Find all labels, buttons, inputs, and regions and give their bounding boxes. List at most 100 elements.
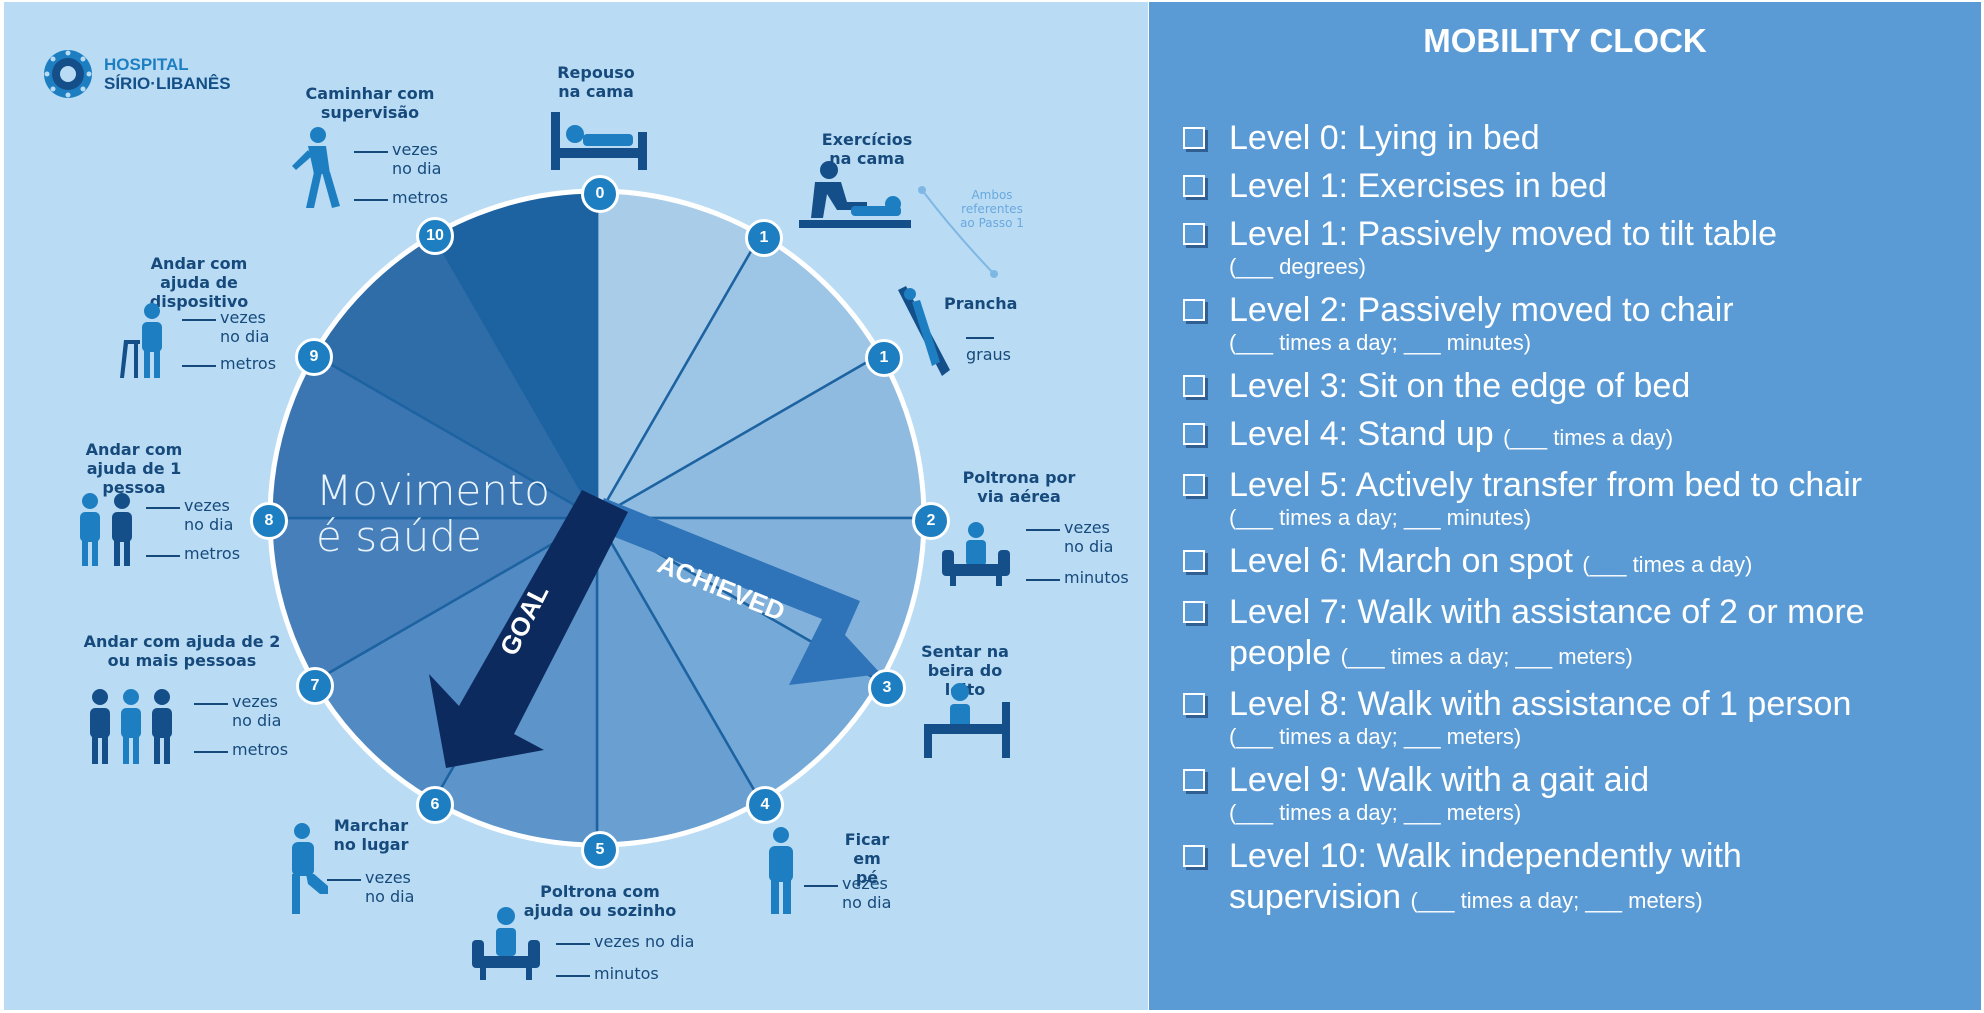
station-8-title: Andar com ajuda de 1 pessoa [85,440,183,497]
level-item[interactable]: Level 0: Lying in bed [1179,118,1979,159]
level-detail: (___ times a day; ___ minutes) [1229,330,1532,355]
checkbox-icon[interactable] [1183,769,1205,791]
level-detail: (___ times a day; ___ minutes) [1229,505,1532,530]
tilt-table-icon [898,286,950,376]
level-detail: (___ times a day) [1582,552,1753,577]
station-10-title: Caminhar com supervisão [305,84,435,122]
node-5: 5 [581,831,619,869]
station-1b-unit: graus [966,345,1012,364]
level-detail: (___ times a day; ___ meters) [1410,888,1703,913]
checkbox-icon[interactable] [1183,550,1205,572]
node-6: 6 [416,786,454,824]
checkbox-icon[interactable] [1183,127,1205,149]
node-2: 2 [912,502,950,540]
station-8-u2: metros [184,544,241,563]
logo-mark-icon [44,50,92,98]
clock-panel: HOSPITAL SÍRIO·LIBANÊS ACHIEVED GOAL Mov… [4,2,1148,1010]
station-9-times: vezes no dia [182,308,270,346]
level-item[interactable]: Level 2: Passively moved to chair(___ ti… [1179,290,1979,357]
station-1b-degrees: graus [966,326,1011,364]
station-4-title: Ficar em pé [844,830,890,887]
station-9-meters: metros [182,354,276,373]
level-text: Level 8: Walk with assistance of 1 perso… [1229,685,1852,723]
checkbox-icon[interactable] [1183,375,1205,397]
node-7: 7 [296,667,334,705]
armchair-icon [942,522,1010,586]
checkbox-icon[interactable] [1183,223,1205,245]
level-detail: (___ times a day; ___ meters) [1340,644,1633,669]
station-5-times: vezes no dia [556,932,694,951]
node-1b: 1 [865,339,903,377]
armchair-assisted-icon [472,907,540,980]
level-text: Level 3: Sit on the edge of bed [1229,367,1691,405]
station-1a-title: Exercícios na cama [821,130,913,168]
marching-person-icon [292,823,328,914]
panel-title: MOBILITY CLOCK [1423,22,1707,59]
level-item[interactable]: Level 1: Exercises in bed [1179,166,1979,207]
level-item[interactable]: Level 9: Walk with a gait aid(___ times … [1179,760,1979,827]
note-connector-dot [990,270,998,278]
node-10: 10 [416,217,454,255]
level-text: Level 2: Passively moved to chair [1229,291,1734,329]
achieved-arrow [592,498,881,685]
station-4-times: vezes no dia [804,874,892,912]
checkbox-icon[interactable] [1183,423,1205,445]
station-2-u2: minutos [1064,568,1129,587]
node-0: 0 [581,175,619,213]
level-detail: (___ times a day; ___ meters) [1229,800,1522,825]
step1-note: Ambos referentes ao Passo 1 [960,188,1024,230]
motto-line2: é saúde [316,512,482,561]
checkbox-icon[interactable] [1183,601,1205,623]
station-6-times: vezes no dia [327,868,415,906]
station-1b-title: Prancha [944,294,1018,313]
station-5-minutes: minutos [556,964,659,983]
level-text: Level 7: Walk with assistance of 2 or mo… [1229,593,1865,672]
level-item[interactable]: Level 8: Walk with assistance of 1 perso… [1179,684,1979,751]
sit-bed-edge-icon [924,683,1010,758]
note-connector [921,189,995,275]
level-text: Level 4: Stand up (___ times a day) [1229,415,1674,453]
station-5-u2: minutos [594,964,659,983]
checkbox-icon[interactable] [1183,474,1205,496]
station-10-times: vezes no dia [354,140,442,178]
checkbox-icon[interactable] [1183,299,1205,321]
level-item[interactable]: Level 4: Stand up (___ times a day) [1179,414,1979,458]
logo-line2: SÍRIO·LIBANÊS [104,74,231,93]
level-item[interactable]: Level 7: Walk with assistance of 2 or mo… [1179,592,1979,677]
goal-arrow [429,490,628,768]
node-4: 4 [746,786,784,824]
bed-icon [551,112,647,170]
logo-line1: HOSPITAL [104,55,189,74]
station-5-title: Poltrona com ajuda ou sozinho [523,882,677,920]
station-2-minutes: minutos [1026,568,1129,587]
level-item[interactable]: Level 6: March on spot (___ times a day) [1179,541,1979,585]
level-detail: (___ times a day) [1503,425,1674,450]
station-9-u1: vezes no dia [220,308,270,346]
station-7-u2: metros [232,740,289,759]
level-detail: (___ times a day; ___ meters) [1229,724,1522,749]
standing-person-icon [769,827,793,914]
station-2-title: Poltrona por via aérea [962,468,1076,506]
level-item[interactable]: Level 3: Sit on the edge of bed [1179,366,1979,407]
note-connector-dot [918,186,926,194]
station-7-meters: metros [194,740,288,759]
station-10-u2: metros [392,188,449,207]
hospital-logo: HOSPITAL SÍRIO·LIBANÊS [42,48,231,100]
level-item[interactable]: Level 5: Actively transfer from bed to c… [1179,465,1979,532]
two-people-icon [80,493,132,566]
node-8: 8 [250,502,288,540]
walking-person-icon [292,127,340,208]
node-1a: 1 [745,219,783,257]
bed-exercise-icon [799,161,911,228]
checkbox-icon[interactable] [1183,693,1205,715]
checkbox-icon[interactable] [1183,175,1205,197]
station-2-times: vezes no dia [1026,518,1114,556]
station-7-title: Andar com ajuda de 2 ou mais pessoas [83,632,281,670]
level-text: Level 6: March on spot (___ times a day) [1229,542,1753,580]
level-item[interactable]: Level 1: Passively moved to tilt table(_… [1179,214,1979,281]
checkbox-icon[interactable] [1183,845,1205,867]
walker-icon [120,303,162,378]
